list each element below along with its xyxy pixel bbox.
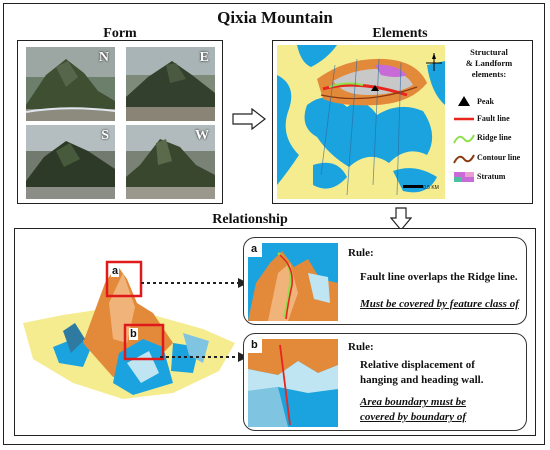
photo-north: N — [26, 47, 115, 121]
callout-b: b Rule: Relative displacement of hanging… — [243, 333, 527, 431]
photo-west: W — [126, 125, 215, 199]
geologic-map — [277, 45, 445, 199]
callout-b-rule-heading: Rule: — [348, 341, 374, 353]
callout-b-label: b — [251, 339, 258, 351]
callout-b-constraint-line1: Area boundary must be — [360, 396, 467, 408]
figure-frame — [3, 3, 545, 445]
callout-connectors — [141, 278, 248, 362]
legend-title-line3: elements: — [471, 69, 507, 79]
terrain-label-b: b — [129, 328, 138, 340]
highlight-box-a — [105, 260, 143, 298]
fault-line-icon — [454, 117, 474, 121]
photo-label-s: S — [101, 128, 109, 143]
highlight-box-b — [123, 323, 165, 361]
photo-south: S — [26, 125, 115, 199]
callout-a-rule-heading: Rule: — [348, 247, 374, 259]
legend-title-line2: & Landform — [465, 58, 513, 68]
callout-b-constraint-line2: covered by boundary of — [360, 411, 467, 423]
legend-fault-label: Fault line — [477, 114, 510, 123]
callout-b-description-line2: hanging and heading wall. — [360, 374, 484, 386]
stratum-icon — [454, 172, 474, 182]
legend-title-line1: Structural — [470, 47, 508, 57]
detail-image-a — [248, 243, 338, 321]
terrain-label-a: a — [111, 265, 120, 277]
legend-stratum-label: Stratum — [477, 172, 506, 181]
callout-a-constraint: Must be covered by feature class of — [360, 298, 519, 310]
contour-line-icon — [453, 154, 475, 164]
down-arrow-icon — [390, 207, 412, 231]
legend-contour-label: Contour line — [477, 153, 521, 162]
figure-title: Qixia Mountain — [217, 8, 333, 27]
north-arrow-icon — [426, 53, 442, 71]
ridge-line-icon — [453, 134, 475, 144]
photo-label-n: N — [98, 50, 109, 65]
right-arrow-icon — [232, 108, 266, 130]
legend-ridge-label: Ridge line — [477, 133, 512, 142]
photo-label-w: W — [195, 128, 209, 143]
scale-bar-label: 0.5 KM — [423, 185, 439, 191]
relationship-heading: Relationship — [212, 212, 288, 227]
callout-b-description-line1: Relative displacement of — [360, 359, 475, 371]
mountain-photo-south — [26, 125, 115, 199]
mountain-photo-east — [126, 47, 215, 121]
callout-a-description: Fault line overlaps the Ridge line. — [360, 271, 518, 283]
photo-east: E — [126, 47, 215, 121]
callout-a-label: a — [251, 243, 258, 255]
mountain-photo-west — [126, 125, 215, 199]
relationship-panel: a b a Rule: Fault line overlaps the Ridg… — [14, 228, 536, 436]
elements-heading: Elements — [372, 26, 428, 41]
legend-peak-label: Peak — [477, 97, 494, 106]
peak-icon — [458, 96, 470, 106]
mountain-photo-north — [26, 47, 115, 121]
callout-a: a Rule: Fault line overlaps the Ridge li… — [243, 237, 527, 325]
elements-panel: 0.5 KM Structural & Landform elements: P… — [272, 40, 533, 204]
form-heading: Form — [103, 26, 137, 41]
detail-image-b — [248, 339, 338, 427]
terrain-3d-model — [23, 260, 235, 399]
form-panel: N E S W — [17, 40, 223, 204]
photo-label-e: E — [199, 50, 209, 65]
